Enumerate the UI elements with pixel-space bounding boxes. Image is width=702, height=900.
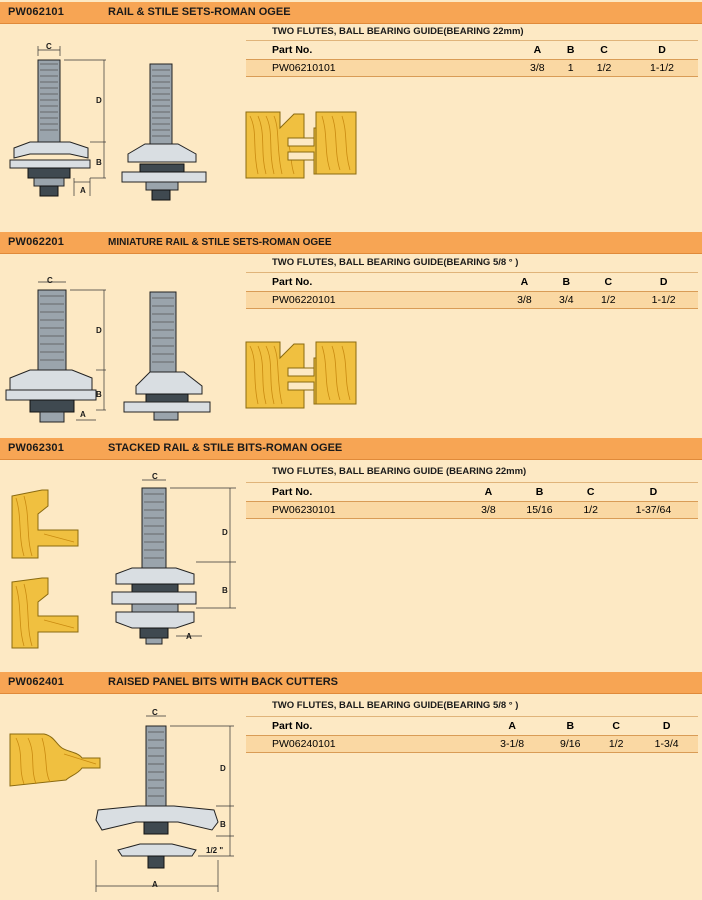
cell-d: 1-3/4 bbox=[635, 735, 698, 753]
dim-label-half-inch: 1/2 " bbox=[206, 846, 224, 855]
product-code: PW062401 bbox=[8, 676, 65, 688]
dim-label-c: C bbox=[47, 276, 53, 285]
col-c: C bbox=[587, 272, 630, 292]
dim-label-c: C bbox=[152, 472, 158, 481]
col-a: A bbox=[503, 272, 546, 292]
col-c: C bbox=[597, 716, 636, 736]
section-header-bar: PW062201 MINIATURE RAIL & STILE SETS-ROM… bbox=[0, 232, 702, 254]
table-row: PW06240101 3-1/8 9/16 1/2 1-3/4 bbox=[246, 735, 698, 753]
raised-panel-profile-illustration bbox=[9, 733, 101, 787]
cell-d: 1-37/64 bbox=[608, 501, 698, 519]
col-part-no: Part No. bbox=[246, 716, 481, 736]
product-section-2: PW062201 MINIATURE RAIL & STILE SETS-ROM… bbox=[0, 230, 702, 436]
product-title: RAISED PANEL BITS WITH BACK CUTTERS bbox=[108, 676, 338, 688]
col-a: A bbox=[470, 482, 507, 502]
dim-label-b: B bbox=[220, 820, 226, 829]
col-c: C bbox=[582, 40, 627, 60]
router-bit-pair-illustration bbox=[9, 46, 207, 201]
product-section-4: PW062401 RAISED PANEL BITS WITH BACK CUT… bbox=[0, 670, 702, 900]
table-header-row: Part No. A B C D bbox=[246, 40, 698, 60]
table-header-row: Part No. A B C D bbox=[246, 272, 698, 292]
spec-table: Part No. A B C D PW06210101 3/8 1 1/2 1-… bbox=[246, 40, 698, 77]
cell-b: 1 bbox=[559, 59, 583, 77]
col-c: C bbox=[572, 482, 609, 502]
col-d: D bbox=[629, 272, 698, 292]
spec-table: Part No. A B C D PW06230101 3/8 15/16 1/… bbox=[246, 482, 698, 519]
col-part-no: Part No. bbox=[246, 272, 504, 292]
cell-part-no: PW06240101 bbox=[246, 735, 481, 753]
wood-joint-illustration bbox=[245, 341, 357, 409]
wood-profile-pair-illustration bbox=[11, 489, 79, 649]
cell-c: 1/2 bbox=[572, 501, 609, 519]
product-code: PW062201 bbox=[8, 236, 65, 248]
cell-b: 3/4 bbox=[545, 291, 588, 309]
dim-label-b: B bbox=[96, 390, 102, 399]
dim-label-d: D bbox=[222, 528, 228, 537]
col-d: D bbox=[608, 482, 698, 502]
cell-d: 1-1/2 bbox=[629, 291, 698, 309]
col-a: A bbox=[480, 716, 544, 736]
col-d: D bbox=[635, 716, 698, 736]
section-header-bar: PW062101 RAIL & STILE SETS-ROMAN OGEE bbox=[0, 2, 702, 24]
product-code: PW062101 bbox=[8, 6, 65, 18]
cell-a: 3-1/8 bbox=[480, 735, 544, 753]
spec-table: Part No. A B C D PW06220101 3/8 3/4 1/2 … bbox=[246, 272, 698, 309]
section-header-bar: PW062301 STACKED RAIL & STILE BITS-ROMAN… bbox=[0, 438, 702, 460]
wood-joint-illustration bbox=[245, 111, 357, 179]
cell-b: 15/16 bbox=[506, 501, 573, 519]
dim-label-a: A bbox=[80, 186, 86, 195]
raised-panel-router-bit-illustration bbox=[95, 715, 234, 892]
product-title: STACKED RAIL & STILE BITS-ROMAN OGEE bbox=[108, 442, 343, 454]
dim-label-b: B bbox=[96, 158, 102, 167]
dim-label-c: C bbox=[46, 42, 52, 51]
dim-label-a: A bbox=[80, 410, 86, 419]
dim-label-d: D bbox=[96, 326, 102, 335]
product-section-1: PW062101 RAIL & STILE SETS-ROMAN OGEE TW… bbox=[0, 0, 702, 230]
col-b: B bbox=[559, 40, 583, 60]
col-part-no: Part No. bbox=[246, 482, 471, 502]
cell-c: 1/2 bbox=[587, 291, 630, 309]
dim-label-a: A bbox=[152, 880, 158, 889]
table-row: PW06210101 3/8 1 1/2 1-1/2 bbox=[246, 59, 698, 77]
product-code: PW062301 bbox=[8, 442, 65, 454]
dim-label-c: C bbox=[152, 708, 158, 717]
cell-part-no: PW06230101 bbox=[246, 501, 471, 519]
dim-label-d: D bbox=[96, 96, 102, 105]
col-part-no: Part No. bbox=[246, 40, 516, 60]
dim-label-a: A bbox=[186, 632, 192, 641]
col-b: B bbox=[545, 272, 588, 292]
col-d: D bbox=[626, 40, 698, 60]
cell-c: 1/2 bbox=[597, 735, 636, 753]
spec-subtitle: TWO FLUTES, BALL BEARING GUIDE(BEARING 5… bbox=[272, 700, 519, 711]
spec-table: Part No. A B C D PW06240101 3-1/8 9/16 1… bbox=[246, 716, 698, 753]
table-row: PW06220101 3/8 3/4 1/2 1-1/2 bbox=[246, 291, 698, 309]
cell-b: 9/16 bbox=[543, 735, 598, 753]
cell-a: 3/8 bbox=[515, 59, 560, 77]
spec-subtitle: TWO FLUTES, BALL BEARING GUIDE(BEARING 5… bbox=[272, 257, 519, 268]
table-row: PW06230101 3/8 15/16 1/2 1-37/64 bbox=[246, 501, 698, 519]
cell-a: 3/8 bbox=[470, 501, 507, 519]
table-header-row: Part No. A B C D bbox=[246, 482, 698, 502]
stacked-router-bit-illustration bbox=[111, 479, 236, 645]
col-b: B bbox=[506, 482, 573, 502]
cell-a: 3/8 bbox=[503, 291, 546, 309]
spec-subtitle: TWO FLUTES, BALL BEARING GUIDE (BEARING … bbox=[272, 466, 527, 477]
router-bit-pair-illustration bbox=[5, 281, 211, 423]
product-section-3: PW062301 STACKED RAIL & STILE BITS-ROMAN… bbox=[0, 436, 702, 670]
cell-c: 1/2 bbox=[582, 59, 627, 77]
col-a: A bbox=[515, 40, 560, 60]
table-header-row: Part No. A B C D bbox=[246, 716, 698, 736]
section-header-bar: PW062401 RAISED PANEL BITS WITH BACK CUT… bbox=[0, 672, 702, 694]
col-b: B bbox=[543, 716, 598, 736]
spec-subtitle: TWO FLUTES, BALL BEARING GUIDE(BEARING 2… bbox=[272, 26, 524, 37]
cell-part-no: PW06220101 bbox=[246, 291, 504, 309]
dim-label-b: B bbox=[222, 586, 228, 595]
cell-part-no: PW06210101 bbox=[246, 59, 516, 77]
cell-d: 1-1/2 bbox=[626, 59, 698, 77]
product-title: MINIATURE RAIL & STILE SETS-ROMAN OGEE bbox=[108, 237, 332, 248]
product-title: RAIL & STILE SETS-ROMAN OGEE bbox=[108, 6, 291, 18]
dim-label-d: D bbox=[220, 764, 226, 773]
